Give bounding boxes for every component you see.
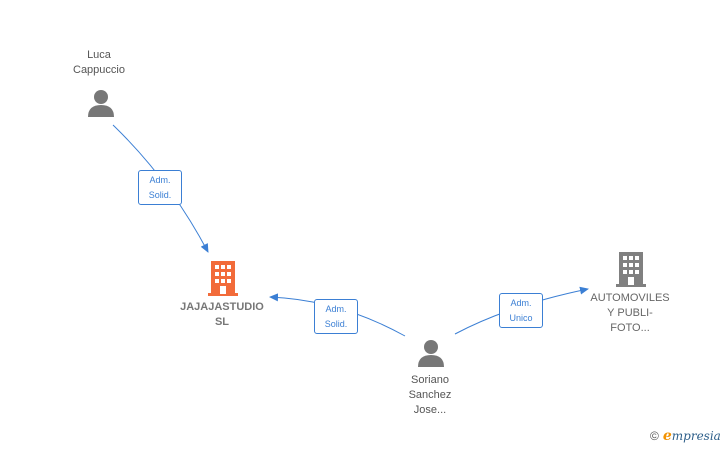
- edge-label-line2: Solid.: [324, 319, 348, 329]
- company-name-line1: JAJAJASTUDIO: [180, 301, 264, 313]
- person-label-soriano[interactable]: Soriano Sanchez Jose...: [388, 373, 472, 418]
- empresia-logo: empresia: [662, 428, 721, 444]
- company-building-icon[interactable]: [208, 261, 238, 297]
- edge-label-line1: Adm.: [510, 298, 532, 308]
- person-name-line3: Jose...: [413, 404, 447, 416]
- edge-label-soriano-jajaja[interactable]: Adm. Solid.: [314, 299, 358, 334]
- person-name-line1: Soriano: [411, 374, 449, 386]
- company-name-line2: Y PUBLI-: [607, 307, 653, 319]
- person-name-line2: Cappuccio: [73, 64, 125, 76]
- company-label-automoviles[interactable]: AUTOMOVILES Y PUBLI- FOTO...: [580, 291, 680, 336]
- edge-label-line2: Unico: [509, 313, 533, 323]
- company-label-jajajastudio[interactable]: JAJAJASTUDIO SL: [160, 300, 284, 330]
- person-icon[interactable]: [86, 88, 116, 118]
- company-building-icon[interactable]: [616, 252, 646, 288]
- person-name-line1: Luca: [87, 49, 111, 61]
- brand-watermark: © empresia: [650, 428, 721, 444]
- person-label-luca[interactable]: Luca Cappuccio: [58, 48, 140, 78]
- person-name-line2: Sanchez: [408, 389, 452, 401]
- edge-label-line1: Adm.: [325, 304, 347, 314]
- person-icon[interactable]: [416, 338, 446, 368]
- edge-label-soriano-automoviles[interactable]: Adm. Unico: [499, 293, 543, 328]
- edge-label-luca-jajaja[interactable]: Adm. Solid.: [138, 170, 182, 205]
- company-name-line1: AUTOMOVILES: [590, 292, 670, 304]
- company-name-line3: FOTO...: [610, 322, 650, 334]
- copyright-icon: ©: [650, 429, 659, 443]
- edge-label-line2: Solid.: [148, 190, 172, 200]
- company-name-line2: SL: [214, 316, 230, 328]
- edge-label-line1: Adm.: [149, 175, 171, 185]
